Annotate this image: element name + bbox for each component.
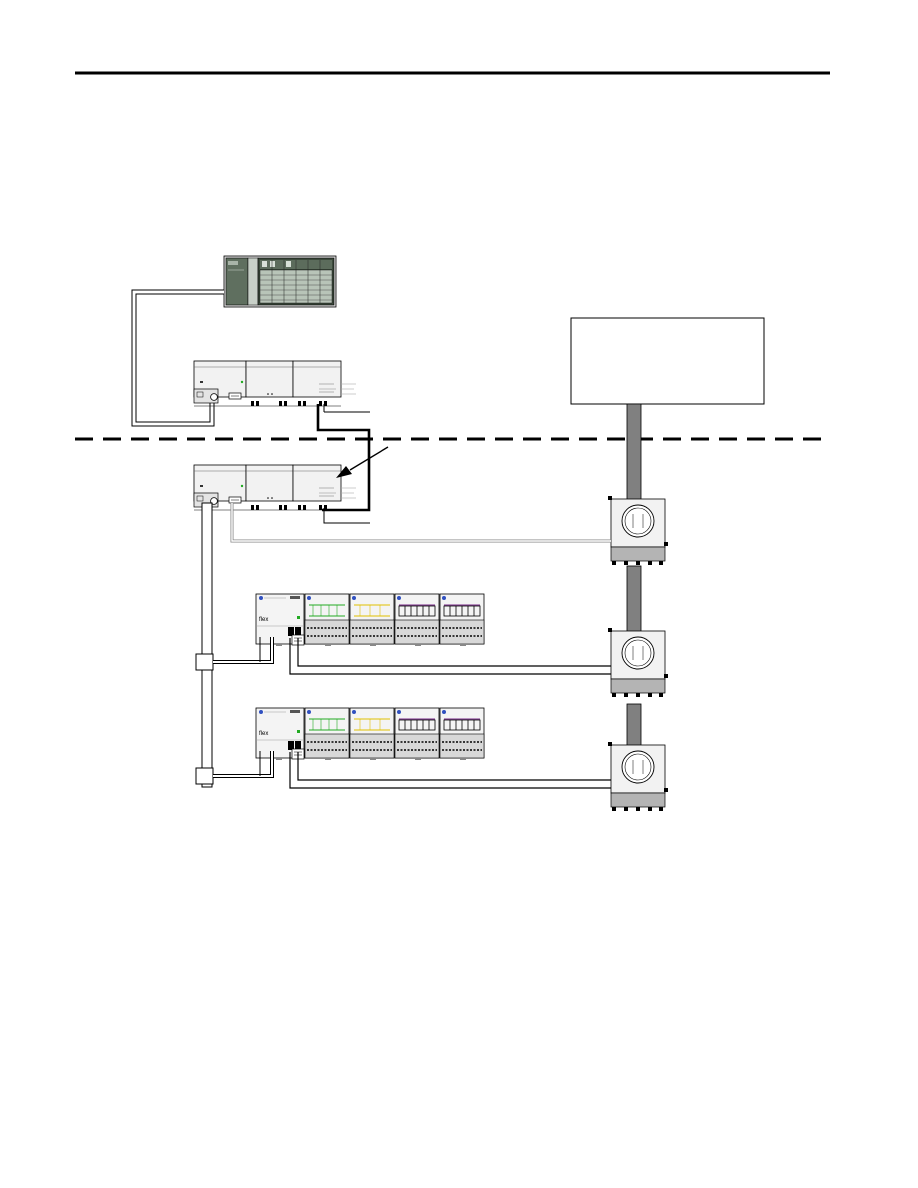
lower-adapter-lead <box>323 508 370 524</box>
junction-box-2 <box>607 627 669 698</box>
fiber-link <box>316 404 371 512</box>
trunk-segment-3 <box>626 703 642 747</box>
junction-box-3 <box>607 741 669 812</box>
splice-box-2 <box>195 767 214 785</box>
plc-chassis <box>223 255 337 308</box>
riser-cable <box>201 502 213 788</box>
unlabeled-box <box>570 317 765 405</box>
rack2-fieldbus <box>289 752 611 789</box>
plc-cable-inner <box>132 290 224 426</box>
rack1-power-inner <box>213 637 273 663</box>
adapter-assembly-lower <box>193 464 357 511</box>
adapter-assembly-upper <box>193 360 357 407</box>
trunk-segment-2 <box>626 565 642 633</box>
rack2-power-inner <box>213 751 273 777</box>
splice-box-1 <box>195 653 214 671</box>
adapter-spur-outer <box>230 503 611 543</box>
callout-arrow-head <box>336 466 352 478</box>
callout-arrow-line <box>349 446 389 471</box>
rack2-fieldbus-inner <box>297 752 611 781</box>
junction-box-1 <box>607 495 669 566</box>
trunk-segment-1 <box>626 403 642 501</box>
rack1-fieldbus-inner <box>297 638 611 667</box>
adapter-spur-inner <box>231 503 611 542</box>
rack1-fieldbus <box>289 638 611 675</box>
